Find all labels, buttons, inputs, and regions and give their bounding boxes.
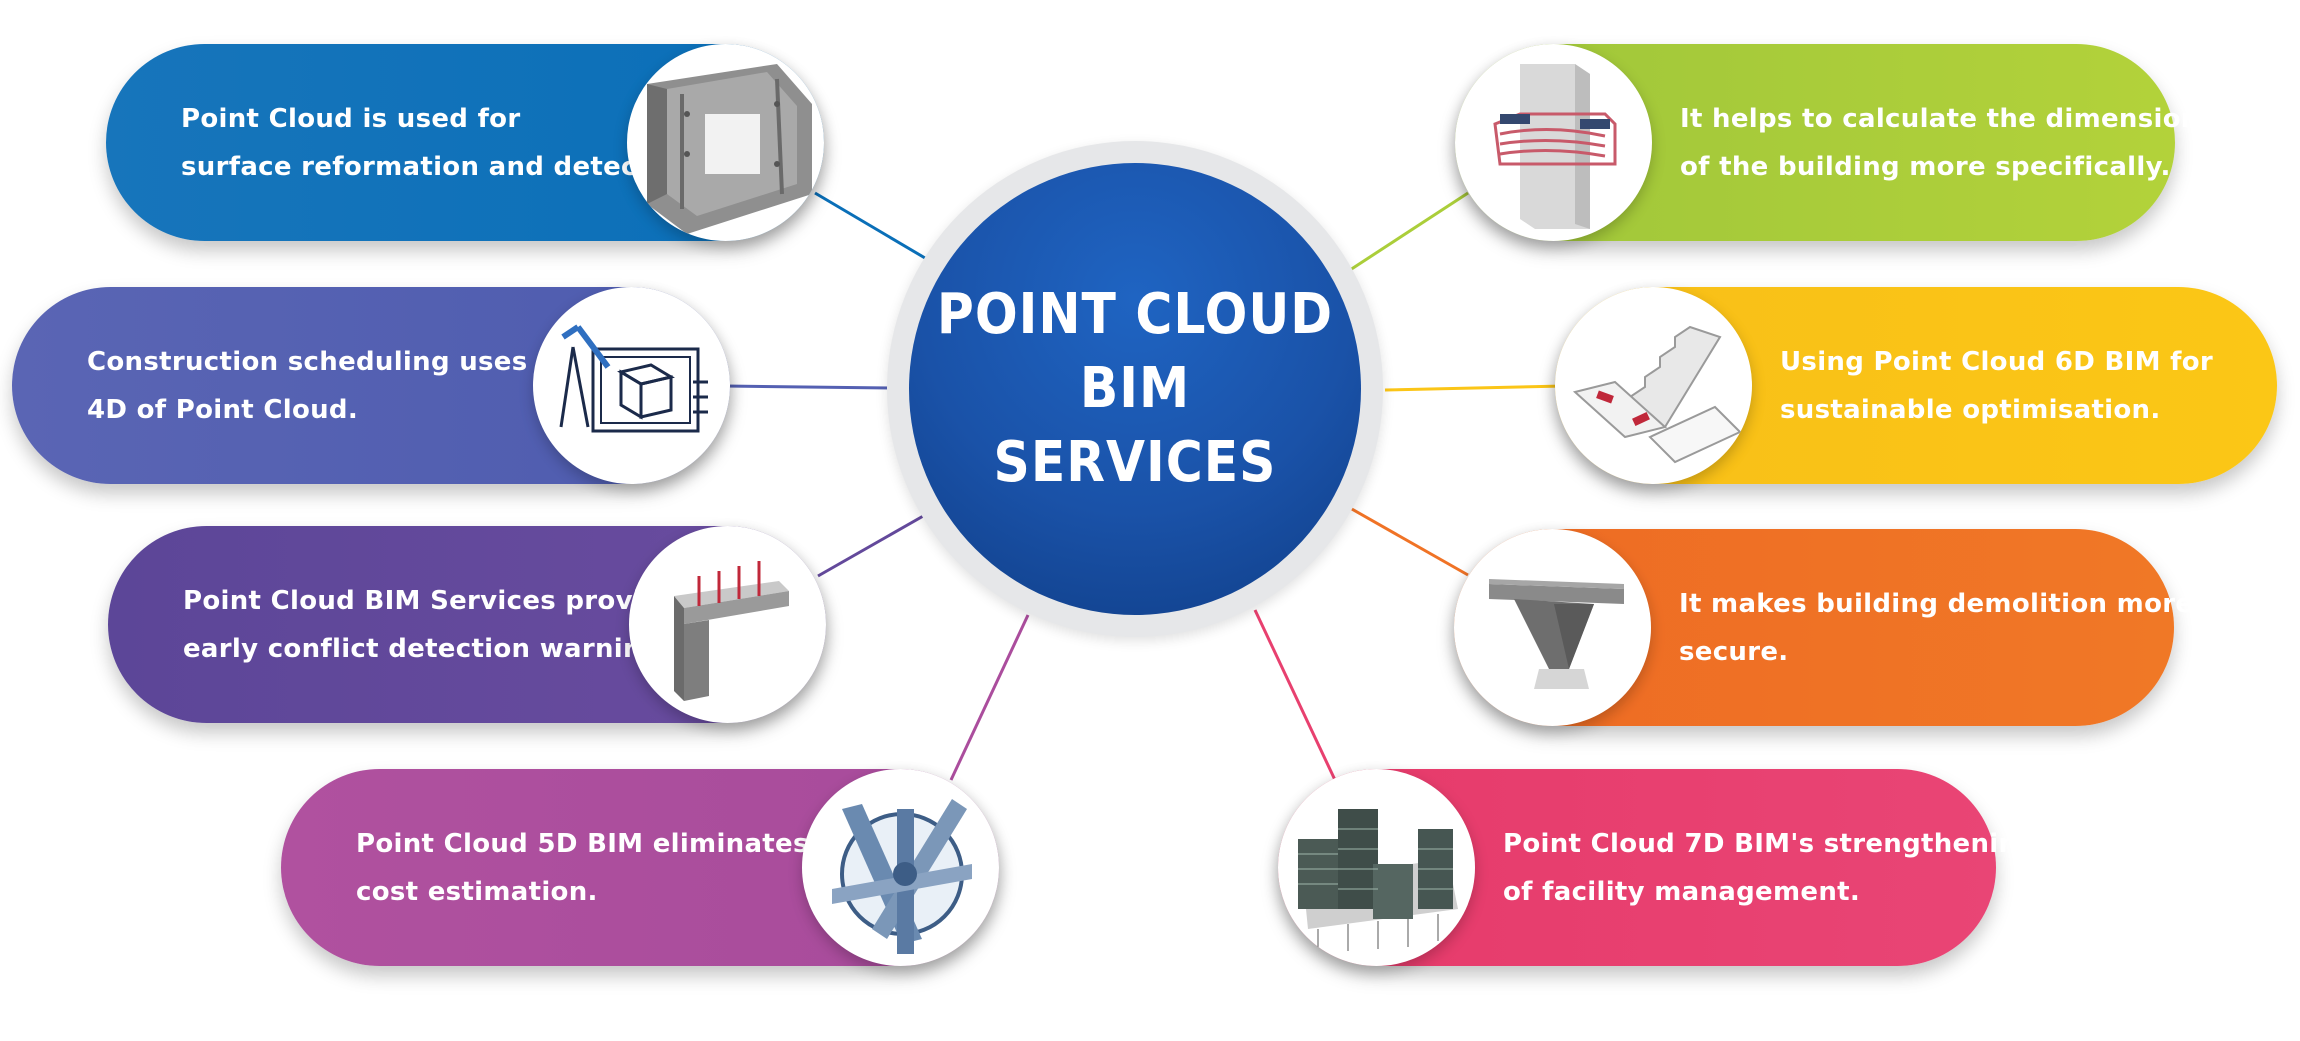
service-pill-demolition: It makes building demolition more secure…	[1454, 529, 2193, 726]
drafting-compass-cube-icon	[533, 287, 730, 484]
hub-title-line: SERVICES	[993, 430, 1277, 495]
hub-circle: POINT CLOUD BIM SERVICES	[909, 163, 1361, 615]
column-rebar-render	[1455, 44, 1652, 241]
service-text-line: of facility management.	[1503, 876, 1861, 907]
service-text: Construction scheduling uses BIM 4D of P…	[87, 338, 593, 434]
service-text: Using Point Cloud 6D BIM for sustainable…	[1780, 338, 2213, 434]
service-text: Point Cloud 5D BIM eliminates cost estim…	[356, 820, 809, 916]
service-pill-surface-reformation: Point Cloud is used for surface reformat…	[106, 44, 824, 241]
connector-sustainable-optimisation	[1384, 384, 1565, 392]
service-pill-construction-scheduling: Construction scheduling uses BIM 4D of P…	[12, 287, 730, 484]
connector-cost-estimation	[949, 614, 1030, 781]
service-text-line: sustainable optimisation.	[1780, 394, 2161, 425]
service-pill-dimensions: It helps to calculate the dimensions of …	[1455, 44, 2215, 241]
service-text-line: Using Point Cloud 6D BIM for	[1780, 346, 2214, 377]
service-text-line: Construction scheduling uses BIM	[87, 346, 594, 377]
service-text-line: Point Cloud is used for	[181, 103, 521, 134]
service-pill-conflict-detection: Point Cloud BIM Services provides early …	[108, 526, 826, 723]
bridge-pier-render	[1454, 529, 1651, 726]
service-pill-sustainable-optimisation: Using Point Cloud 6D BIM for sustainable…	[1555, 287, 2277, 484]
connector-dimensions	[1349, 191, 1469, 272]
service-text: Point Cloud is used for surface reformat…	[181, 95, 706, 191]
connector-surface-reformation	[814, 191, 926, 260]
service-text: It helps to calculate the dimensions of …	[1680, 95, 2215, 191]
service-pill-cost-estimation: Point Cloud 5D BIM eliminates cost estim…	[281, 769, 999, 966]
service-text-line: It helps to calculate the dimensions	[1680, 103, 2216, 134]
service-text-line: of the building more specifically.	[1680, 151, 2171, 182]
building-complex-render	[1278, 769, 1475, 966]
service-text-line: Point Cloud 7D BIM's strengthening	[1503, 828, 2037, 859]
concrete-frame-render	[627, 44, 824, 241]
wall-rebar-render	[629, 526, 826, 723]
service-text: Point Cloud 7D BIM's strengthening of fa…	[1503, 820, 2036, 916]
service-text: It makes building demolition more secure…	[1679, 580, 2193, 676]
service-text: Point Cloud BIM Services provides early …	[183, 577, 695, 673]
service-text-line: It makes building demolition more	[1679, 588, 2194, 619]
service-text-line: Point Cloud 5D BIM eliminates	[356, 828, 809, 859]
connector-facility-management	[1253, 609, 1337, 781]
service-text-line: surface reformation and detection.	[181, 151, 706, 182]
connector-conflict-detection	[817, 513, 926, 578]
service-text-line: early conflict detection warnings.	[183, 633, 687, 664]
service-text-line: cost estimation.	[356, 876, 598, 907]
staircase-render	[1555, 287, 1752, 484]
service-text-line: secure.	[1679, 636, 1789, 667]
steel-beam-joint-render	[802, 769, 999, 966]
hub-title: POINT CLOUD BIM SERVICES	[937, 278, 1333, 500]
service-text-line: Point Cloud BIM Services provides	[183, 585, 695, 616]
hub-title-line: POINT CLOUD	[936, 282, 1334, 347]
connector-construction-scheduling	[724, 384, 891, 390]
service-pill-facility-management: Point Cloud 7D BIM's strengthening of fa…	[1278, 769, 2036, 966]
service-text-line: 4D of Point Cloud.	[87, 394, 359, 425]
connector-demolition	[1349, 506, 1469, 577]
hub-title-line: BIM	[1079, 356, 1191, 421]
